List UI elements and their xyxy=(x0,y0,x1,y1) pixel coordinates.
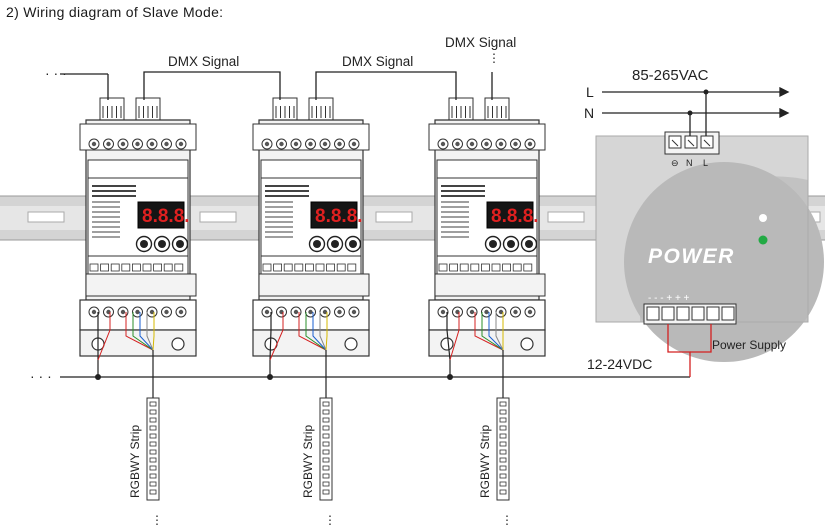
strip-label: RGBWY Strip xyxy=(301,425,315,498)
decoder-group: 8.8.8. 8.8.8. 8.8.8. xyxy=(79,97,546,380)
power-supply: POWER ⊖ N L - - - + + + xyxy=(595,131,824,362)
mount-hole xyxy=(344,337,358,351)
dmx-signal-label-2: DMX Signal xyxy=(342,54,413,69)
strip-label: RGBWY Strip xyxy=(478,425,492,498)
ac-lines xyxy=(602,86,790,136)
decoder-unit: 8.8.8. xyxy=(428,97,546,380)
diagram-heading: 2) Wiring diagram of Slave Mode: xyxy=(6,4,224,20)
line-n-label: N xyxy=(584,105,594,121)
strip-ellipsis: ⋮ xyxy=(324,513,336,527)
dc-output-label: 12-24VDC xyxy=(587,356,652,372)
power-supply-label: Power Supply xyxy=(712,338,786,352)
ac-input-label: 85-265VAC xyxy=(632,67,709,84)
dmx-ellipsis-top: ⋮ xyxy=(488,51,500,65)
digit-display xyxy=(486,201,534,229)
mount-hole xyxy=(171,337,185,351)
psu-terminal-n: N xyxy=(686,158,693,168)
strip-ellipsis: ⋮ xyxy=(501,513,513,527)
dmx-ellipsis-left: · · · xyxy=(45,65,67,81)
led-strip: RGBWY Strip ⋮ xyxy=(478,397,513,527)
decoder-unit: 8.8.8. xyxy=(252,97,370,380)
strip-ellipsis: ⋮ xyxy=(151,513,163,527)
strip-label: RGBWY Strip xyxy=(128,425,142,498)
psu-white-led xyxy=(759,214,767,222)
decoder-unit: 8.8.8. xyxy=(79,97,197,380)
display-digits: 8.8.8. xyxy=(142,206,190,227)
svg-text:- - - + + +: - - - + + + xyxy=(648,293,690,304)
led-strip: RGBWY Strip ⋮ xyxy=(301,397,336,527)
psu-terminal-l: L xyxy=(703,158,708,168)
strip-group: RGBWY Strip ⋮ RGBWY Strip ⋮ RGBWY Strip ⋮ xyxy=(128,350,513,527)
dmx-signal-label-1: DMX Signal xyxy=(168,54,239,69)
psu-brand-label: POWER xyxy=(648,245,735,268)
dmx-wiring xyxy=(60,71,493,100)
line-l-label: L xyxy=(586,84,594,100)
dc-ellipsis-left: · · · xyxy=(30,368,52,384)
dmx-signal-label-3: DMX Signal xyxy=(445,35,516,50)
display-digits: 8.8.8. xyxy=(315,206,363,227)
digit-display xyxy=(137,201,185,229)
digit-display xyxy=(310,201,358,229)
led-strip: RGBWY Strip ⋮ xyxy=(128,397,163,527)
mount-hole xyxy=(440,337,454,351)
display-digits: 8.8.8. xyxy=(491,206,539,227)
mount-hole xyxy=(520,337,534,351)
psu-green-led xyxy=(758,235,768,245)
dc-bus xyxy=(60,324,712,378)
psu-ground-symbol: ⊖ xyxy=(671,158,679,168)
